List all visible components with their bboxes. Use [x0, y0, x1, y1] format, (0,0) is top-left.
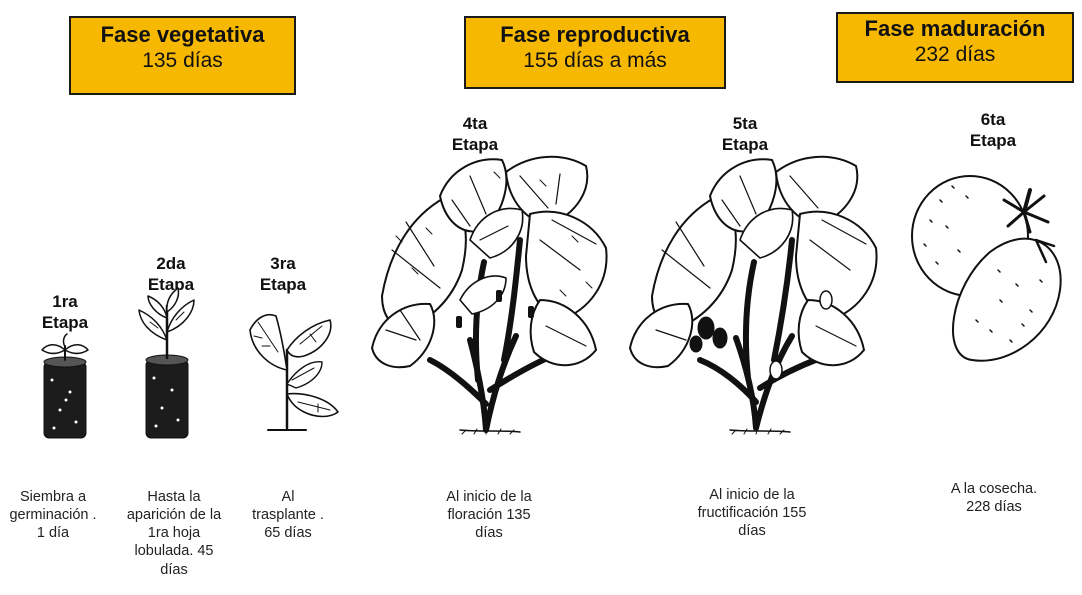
stage-ordinal: 1ra — [52, 292, 78, 311]
stage-description-4: Al inicio de la floración 135 días — [446, 489, 532, 542]
stage-description-5: Al inicio de la fructificación 155 días — [697, 487, 807, 540]
stage-word: Etapa — [451, 134, 499, 154]
stage-label-6: 6ta Etapa — [948, 110, 1038, 151]
stage-word: Etapa — [969, 130, 1017, 150]
stage-word: Etapa — [41, 312, 89, 332]
transplanted-plant-illustration — [249, 314, 339, 431]
flowering-plant-illustration — [371, 155, 608, 435]
stage-word: Etapa — [147, 274, 195, 294]
stage-label-5: 5ta Etapa — [700, 114, 790, 155]
stage-word: Etapa — [721, 134, 769, 154]
stage-label-2: 2da Etapa — [126, 254, 216, 295]
phase-days: 232 días — [914, 43, 996, 67]
stage-description-2: Hasta la aparición de la 1ra hoja lobula… — [126, 489, 222, 578]
phase-days: 155 días a más — [523, 49, 667, 73]
fruiting-plant-illustration — [629, 155, 878, 435]
stage-label-4: 4ta Etapa — [430, 114, 520, 155]
phase-days: 135 días — [142, 49, 223, 73]
stage-description-6: A la cosecha. 228 días — [950, 481, 1038, 516]
stage-word: Etapa — [259, 274, 307, 294]
stage-ordinal: 4ta — [462, 114, 488, 133]
stage-description-1: Siembra a germinación . 1 día — [9, 489, 97, 542]
stage-label-1: 1ra Etapa — [20, 292, 110, 333]
young-plant-in-pot-illustration — [138, 287, 195, 439]
seedling-in-pot-illustration — [41, 333, 89, 439]
stage-description-3: Al trasplante . 65 días — [252, 489, 324, 542]
phase-title: Fase vegetativa — [100, 22, 265, 47]
stage-ordinal: 5ta — [732, 114, 758, 133]
harvested-fruits-illustration — [911, 175, 1062, 362]
stage-label-3: 3ra Etapa — [238, 254, 328, 295]
phase-title: Fase reproductiva — [500, 22, 690, 47]
stage-ordinal: 2da — [156, 254, 186, 273]
stage-ordinal: 6ta — [980, 110, 1006, 129]
phase-box-vegetative: Fase vegetativa 135 días — [69, 16, 296, 95]
phase-box-reproductive: Fase reproductiva 155 días a más — [464, 16, 726, 89]
phase-title: Fase maduración — [864, 16, 1046, 41]
phase-box-maturation: Fase maduración 232 días — [836, 12, 1074, 83]
stage-ordinal: 3ra — [270, 254, 296, 273]
